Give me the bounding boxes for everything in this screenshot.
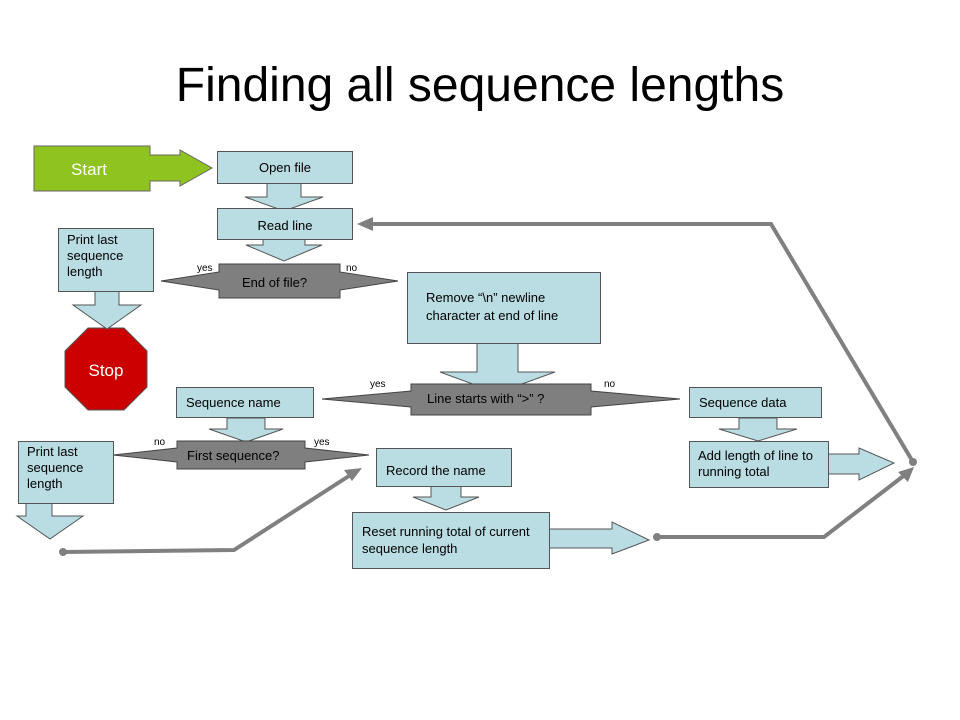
reset-total-label: Reset running total of current sequence … <box>362 524 530 556</box>
arrow-read-to-eof <box>245 238 323 262</box>
sequence-name-label: Sequence name <box>186 395 281 410</box>
starts-no-label: no <box>604 379 616 390</box>
connector-right-loop <box>655 472 908 539</box>
open-file-box: Open file <box>217 151 353 184</box>
connector-dot-left <box>59 548 67 556</box>
reset-total-box: Reset running total of current sequence … <box>352 512 550 569</box>
stop-node <box>64 327 148 411</box>
arrow-print-to-stop <box>71 290 143 330</box>
sequence-name-box: Sequence name <box>176 387 314 418</box>
connector-right-arrowhead <box>898 467 914 482</box>
arrow-record-to-reset <box>412 485 480 511</box>
sequence-data-box: Sequence data <box>689 387 822 418</box>
stop-label: Stop <box>88 361 124 380</box>
sequence-data-label: Sequence data <box>699 395 787 410</box>
arrow-seqname-to-first <box>208 417 284 443</box>
page-title: Finding all sequence lengths <box>175 59 785 112</box>
end-of-file-label: End of file? <box>242 275 308 290</box>
add-length-box: Add length of line to running total <box>689 441 829 488</box>
connector-return-arrowhead <box>357 217 373 231</box>
arrow-add-right <box>827 447 896 481</box>
arrow-remove-to-linestarts <box>439 342 556 394</box>
record-name-box: Record the name <box>376 448 512 487</box>
connector-dot-mid <box>653 533 661 541</box>
line-starts-label: Line starts with “>” ? <box>427 391 545 406</box>
print-last-top-label: Print last sequence length <box>67 232 124 279</box>
print-last-bottom-label: Print last sequence length <box>27 444 84 491</box>
print-last-top-box: Print last sequence length <box>58 228 154 292</box>
read-line-box: Read line <box>217 208 353 240</box>
first-no-label: no <box>154 437 166 448</box>
remove-newline-box: Remove “\n” newline character at end of … <box>407 272 601 344</box>
print-last-bottom-box: Print last sequence length <box>18 441 114 504</box>
open-file-label: Open file <box>258 160 312 175</box>
arrow-open-to-read <box>244 182 324 212</box>
decision-end-of-file <box>160 263 399 299</box>
eof-yes-label: yes <box>197 263 213 274</box>
connector-left-loop <box>61 472 354 554</box>
eof-no-label: no <box>346 263 358 274</box>
connector-dot-right <box>909 458 917 466</box>
arrow-print-bottom-down <box>15 502 85 540</box>
connector-left-arrowhead <box>344 468 362 481</box>
record-name-label: Record the name <box>386 463 486 478</box>
starts-yes-label: yes <box>370 379 386 390</box>
connector-return <box>367 222 915 464</box>
arrow-seqdata-to-add <box>718 417 798 442</box>
decision-first-sequence <box>112 440 370 470</box>
read-line-label: Read line <box>257 218 313 233</box>
add-length-label: Add length of line to running total <box>698 448 813 479</box>
start-node <box>33 145 214 192</box>
arrow-reset-right <box>548 521 651 555</box>
remove-newline-label: Remove “\n” newline character at end of … <box>426 290 559 323</box>
first-sequence-label: First sequence? <box>187 448 280 463</box>
first-yes-label: yes <box>314 437 330 448</box>
start-label: Start <box>71 160 107 179</box>
decision-line-starts <box>321 383 681 416</box>
